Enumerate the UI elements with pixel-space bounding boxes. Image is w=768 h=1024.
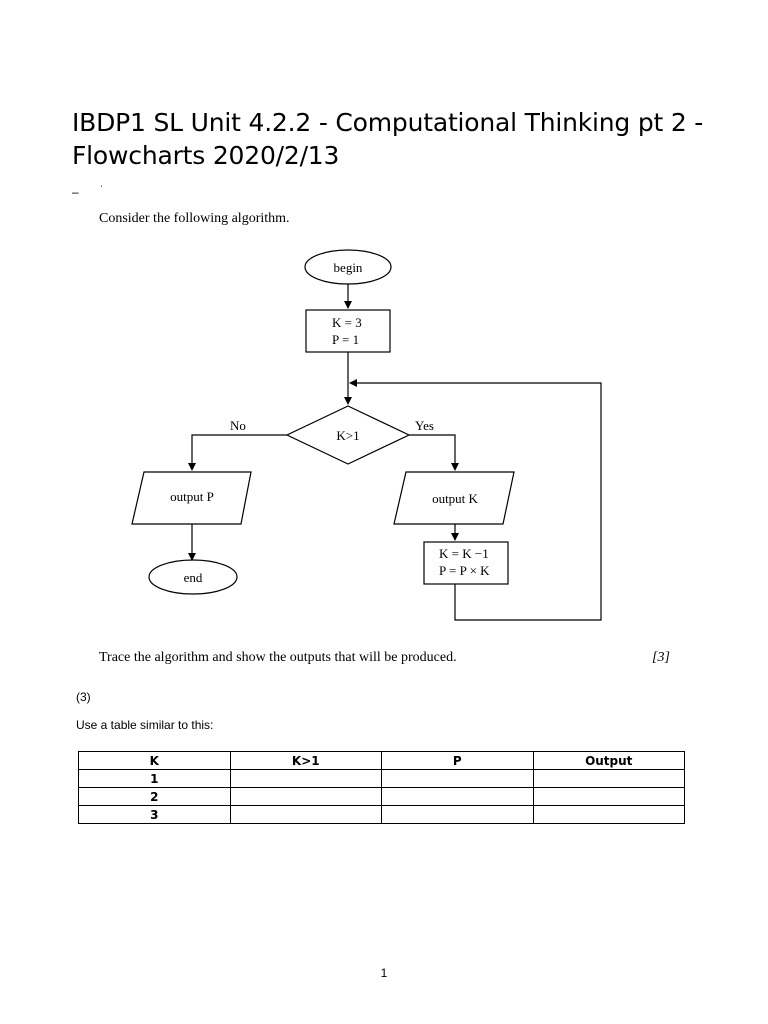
end-label: end <box>184 570 203 585</box>
column-header-p: P <box>381 751 534 770</box>
yes-label: Yes <box>415 418 434 433</box>
decision-label: K>1 <box>336 428 359 443</box>
update-line-1: K = K −1 <box>439 546 489 561</box>
output-p-parallelogram <box>131 471 252 525</box>
table-cell <box>229 805 382 824</box>
column-header-output: Output <box>532 751 685 770</box>
output-p-label: output P <box>170 489 214 504</box>
table-cell <box>532 805 685 824</box>
table-cell: 1 <box>78 769 231 788</box>
init-line-2: P = 1 <box>332 332 359 347</box>
table-cell <box>381 805 534 824</box>
table-cell <box>532 769 685 788</box>
decision-diamond <box>285 405 411 465</box>
question-intro: Consider the following algorithm. <box>99 211 290 226</box>
init-line-1: K = 3 <box>332 315 362 330</box>
sub-question-number: (3) <box>76 690 91 704</box>
no-connector <box>188 434 287 471</box>
output-k-parallelogram <box>393 471 515 525</box>
loop-back-connector <box>349 379 602 621</box>
question-task: Trace the algorithm and show the outputs… <box>99 650 457 665</box>
stray-mark: – <box>72 185 79 199</box>
table-row: 3 <box>78 805 685 824</box>
output-k-label: output K <box>432 491 478 506</box>
column-header-k: K <box>78 751 231 770</box>
instruction-text: Use a table similar to this: <box>76 718 214 732</box>
table-cell <box>381 787 534 806</box>
table-cell <box>381 769 534 788</box>
no-label: No <box>230 418 246 433</box>
page-title: IBDP1 SL Unit 4.2.2 - Computational Thin… <box>72 108 704 170</box>
yes-connector <box>409 434 459 471</box>
table-cell: 3 <box>78 805 231 824</box>
end-terminal <box>148 559 238 595</box>
update-line-2: P = P × K <box>439 563 490 578</box>
page-number: 1 <box>380 966 388 980</box>
table-header-row: K K>1 P Output <box>78 751 685 770</box>
trace-table: K K>1 P Output 1 2 3 <box>78 751 685 824</box>
table-row: 1 <box>78 769 685 788</box>
table-cell <box>229 787 382 806</box>
table-cell: 2 <box>78 787 231 806</box>
table-cell <box>229 769 382 788</box>
marks-label: [3] <box>652 650 670 665</box>
update-process-box <box>423 541 509 585</box>
table-cell <box>532 787 685 806</box>
column-header-condition: K>1 <box>229 751 382 770</box>
table-row: 2 <box>78 787 685 806</box>
begin-label: begin <box>334 260 363 275</box>
stray-mark: ˈ <box>100 185 104 196</box>
